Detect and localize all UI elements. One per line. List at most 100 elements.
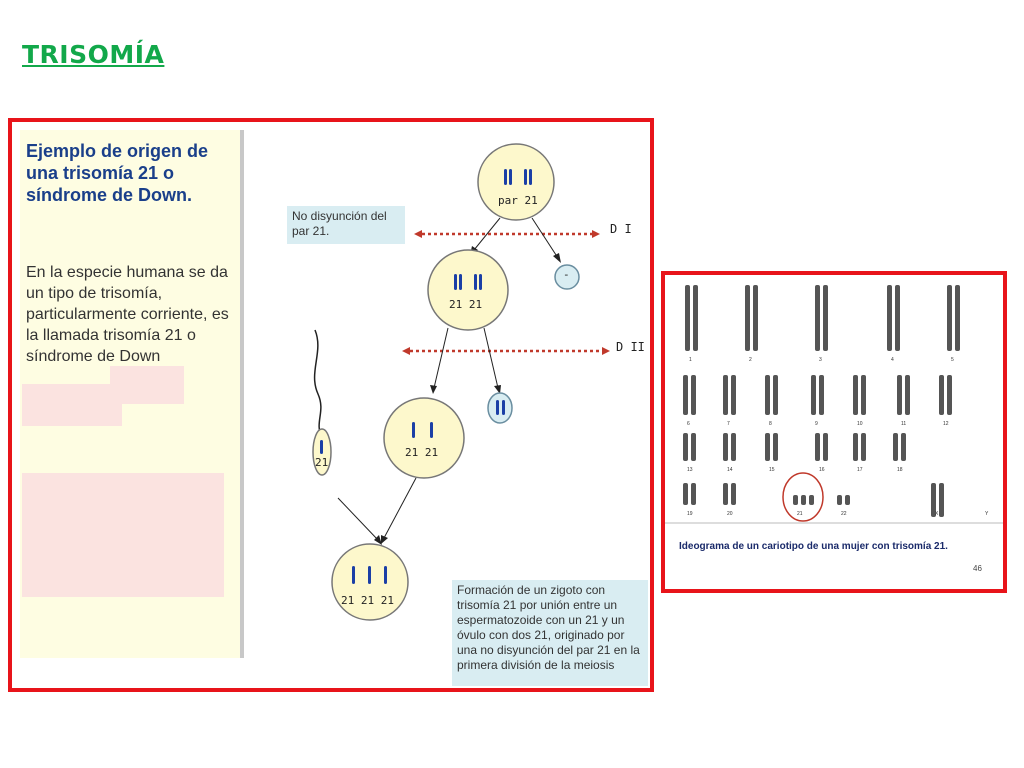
panel-body: En la especie humana se da un tipo de tr… (26, 264, 229, 365)
di-label: D I (610, 222, 632, 236)
chromosome-4 (887, 285, 892, 351)
cell-21-21 (427, 249, 509, 331)
chromosome-label: 14 (727, 467, 733, 473)
chromosome-17 (861, 433, 866, 461)
chromosome-label: 4 (891, 357, 894, 363)
chromosome-label: 21 (797, 511, 803, 517)
slide-title: TRISOMÍA (22, 40, 165, 69)
chromosome-22 (837, 495, 842, 505)
chromosome-label: 6 (687, 421, 690, 427)
chromosome-8 (773, 375, 778, 415)
chromosome-7 (731, 375, 736, 415)
trisomy-highlight-circle (782, 472, 824, 522)
empty-cell (554, 264, 580, 290)
sperm-icon (312, 329, 332, 476)
chromosome-icon (454, 274, 482, 290)
chromosome-2 (753, 285, 758, 351)
formation-note: Formación de un zigoto con trisomía 21 p… (452, 580, 648, 686)
chromosome-label: Y (985, 511, 989, 517)
chromosome-19 (691, 483, 696, 505)
chromosome-18 (901, 433, 906, 461)
chromosome-6 (691, 375, 696, 415)
empty-cell-label: - (563, 268, 570, 281)
chromosome-label: 18 (897, 467, 903, 473)
chromosome-label: 17 (857, 467, 863, 473)
chromosome-14 (731, 433, 736, 461)
chromosome-2 (745, 285, 750, 351)
chromosome-label: 5 (951, 357, 954, 363)
redacted-area (110, 366, 184, 404)
chromosome-label: 19 (687, 511, 693, 517)
chromosome-label: 20 (727, 511, 733, 517)
chromosome-9 (819, 375, 824, 415)
chromosome-11 (905, 375, 910, 415)
meiosis-diagram (312, 143, 610, 621)
chromosome-label: 10 (857, 421, 863, 427)
meiosis-2-line (402, 347, 610, 355)
chromosome-4 (895, 285, 900, 351)
chromosome-label: 9 (815, 421, 818, 427)
redacted-area (22, 384, 122, 426)
chromosome-12 (939, 375, 944, 415)
chromosome-label: X (935, 511, 939, 517)
chromosome-6 (683, 375, 688, 415)
chromosome-20 (723, 483, 728, 505)
chromosome-icon (504, 169, 532, 185)
chromosome-label: 22 (841, 511, 847, 517)
chromosome-17 (853, 433, 858, 461)
chromosome-21 (793, 495, 798, 505)
chromosome-label: 16 (819, 467, 825, 473)
chromosome-label: 8 (769, 421, 772, 427)
chromosome-12 (947, 375, 952, 415)
chromosome-7 (723, 375, 728, 415)
trisomy-origin-figure: Ejemplo de origen de una trisomía 21 o s… (8, 118, 654, 692)
chromosome-15 (773, 433, 778, 461)
chromosome-10 (861, 375, 866, 415)
nondisjunction-note: No disyunción del par 21. (287, 206, 405, 244)
chromosome-22 (845, 495, 850, 505)
chromosome-19 (683, 483, 688, 505)
chromosome-label: 11 (901, 421, 906, 427)
zygote-label: 21 21 21 (341, 594, 394, 607)
chromosome-16 (815, 433, 820, 461)
chromosome-label: 13 (687, 467, 693, 473)
chromosome-10 (853, 375, 858, 415)
chromosome-16 (823, 433, 828, 461)
chromosome-X (931, 483, 936, 517)
chromosome-13 (691, 433, 696, 461)
chromosome-8 (765, 375, 770, 415)
chromosome-13 (683, 433, 688, 461)
chromosome-X (939, 483, 944, 517)
chromosome-1 (685, 285, 690, 351)
chromosome-5 (955, 285, 960, 351)
ovum-label: 21 21 (405, 446, 439, 459)
polar-body (487, 392, 513, 424)
chromosome-label: 15 (769, 467, 775, 473)
cell-2121-label: 21 21 (449, 298, 483, 311)
chromosome-label: 3 (819, 357, 822, 363)
redacted-area (22, 473, 224, 597)
chromosome-21 (809, 495, 814, 505)
karyotype-caption: Ideograma de un cariotipo de una mujer c… (679, 541, 948, 552)
chromosome-label: 2 (749, 357, 752, 363)
panel-heading: Ejemplo de origen de una trisomía 21 o s… (26, 141, 209, 205)
chromosome-18 (893, 433, 898, 461)
chromosome-21 (801, 495, 806, 505)
page-number: 46 (973, 564, 982, 573)
chromosome-11 (897, 375, 902, 415)
meiosis-1-line (414, 230, 600, 238)
chromosome-9 (811, 375, 816, 415)
chromosome-14 (723, 433, 728, 461)
chromosome-label: 1 (689, 357, 692, 363)
ovum-cell (383, 397, 465, 479)
chromosome-5 (947, 285, 952, 351)
chromosome-1 (693, 285, 698, 351)
sperm-label: 21 (315, 456, 329, 469)
explanation-panel: Ejemplo de origen de una trisomía 21 o s… (20, 130, 244, 658)
chromosome-15 (765, 433, 770, 461)
dii-label: D II (616, 340, 645, 354)
cell-par21-label: par 21 (498, 194, 538, 207)
chromosome-3 (823, 285, 828, 351)
cell-par21 (477, 143, 555, 221)
